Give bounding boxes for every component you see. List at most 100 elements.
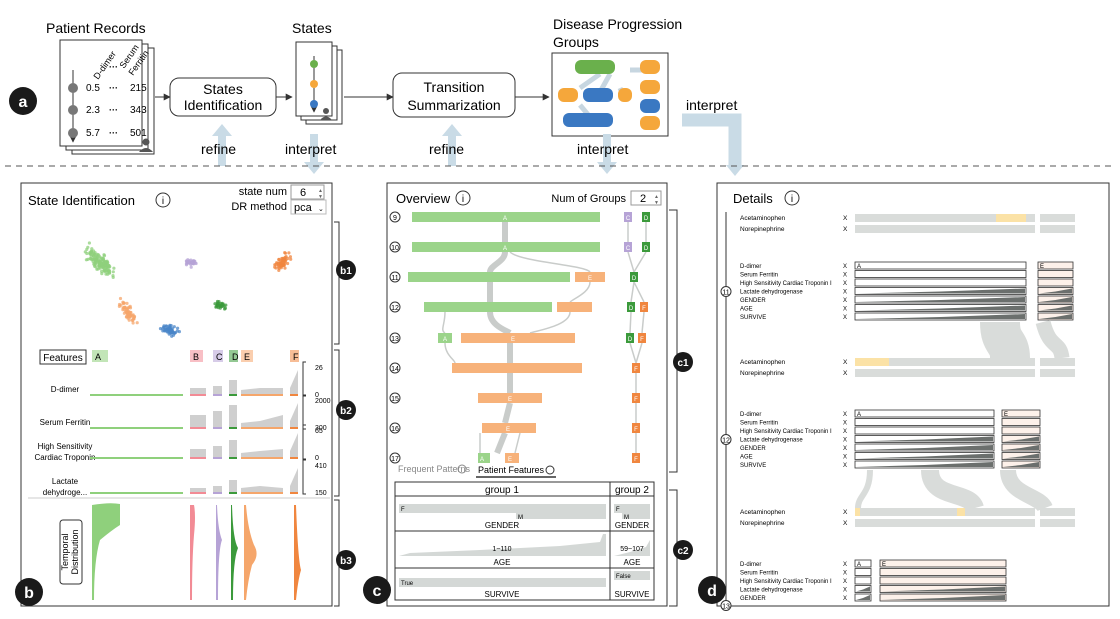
features-button[interactable] [39, 349, 87, 365]
scatter-point [190, 259, 194, 264]
state-legend-swatch [92, 350, 108, 362]
feature-area [290, 403, 298, 429]
scatter-point [283, 251, 287, 255]
scatter-point [273, 263, 277, 267]
num-groups-label: Num of Groups [551, 193, 626, 205]
info-icon-c[interactable] [455, 190, 471, 206]
scatter-point [97, 254, 101, 258]
scatter-point [279, 261, 283, 265]
stepper-down-icon[interactable]: ▼ [318, 194, 323, 200]
feature-area [290, 370, 298, 396]
num-groups-stepper[interactable] [630, 190, 662, 206]
dr-scatterplot [83, 241, 293, 338]
detail-feature-name: Serum Ferritin [740, 421, 778, 427]
detail-cell-e [1001, 443, 1041, 452]
flow-state-bar [575, 272, 605, 282]
flow-state-bar [478, 393, 542, 403]
remove-feature-icon: X [843, 264, 847, 270]
scatter-point [102, 253, 106, 257]
detail-cell-e [1037, 304, 1074, 312]
feature-area [213, 411, 222, 429]
label-b3: b3 [340, 556, 352, 567]
group2-state-label: D [632, 276, 637, 282]
med-name: Acetaminophen [740, 509, 786, 516]
remove-med-icon: X [843, 359, 848, 366]
detail-cell-a [854, 460, 995, 469]
feature-area [229, 380, 237, 396]
feature-area [190, 449, 206, 459]
feature-area [190, 388, 206, 396]
info-icon-b[interactable] [155, 192, 171, 208]
tab-patient-features[interactable]: Patient Features [478, 465, 545, 475]
feature-max: 26 [315, 365, 323, 372]
scatter-point [83, 250, 87, 254]
remove-feature-icon: X [843, 412, 847, 418]
detail-cell-e [1037, 312, 1074, 321]
group2-state-label: F [640, 337, 644, 343]
num-groups-value: 2 [640, 193, 646, 205]
group2-link [629, 311, 632, 334]
time-step-node [389, 211, 401, 223]
state-legend-label: D [232, 352, 239, 362]
dr-method-select[interactable] [290, 199, 327, 215]
g1-age-label: AGE [494, 558, 511, 567]
scatter-point [288, 255, 292, 259]
detail-time-label: 12 [722, 438, 730, 445]
state-legend-label: C [216, 352, 223, 362]
groups-up-icon[interactable]: ▲ [654, 194, 659, 200]
flow-state-bar [482, 423, 536, 433]
group2-state-label: D [628, 337, 633, 343]
stepper-up-icon[interactable]: ▲ [318, 188, 323, 194]
remove-feature-icon: X [843, 579, 847, 585]
label-d-badge [698, 576, 726, 604]
detail-cell-a [854, 312, 1027, 321]
flow-state-bar [438, 333, 452, 343]
tab-frequent-patterns[interactable]: Frequent Patterns [398, 464, 471, 474]
groups-down-icon[interactable]: ▼ [654, 200, 659, 206]
detail-dist [856, 436, 993, 442]
remove-feature-icon: X [843, 455, 847, 461]
label-c: c [373, 583, 382, 600]
group2-state-label: D [644, 246, 649, 252]
info-icon-d[interactable] [784, 190, 800, 206]
g1-gender-label: GENDER [485, 521, 519, 530]
temporal-dist-b [190, 505, 195, 600]
flow-node-label: E [506, 427, 510, 433]
panel-c-title: Overview [396, 191, 451, 206]
scatter-point [135, 321, 139, 325]
scatter-point [108, 269, 112, 273]
time-step-label: 15 [391, 396, 399, 403]
detail-dist [881, 595, 1005, 600]
state-num-stepper[interactable] [290, 184, 325, 200]
scatter-point [112, 266, 116, 270]
flow-state-bar [461, 333, 575, 343]
feature-bar-d [229, 457, 237, 459]
med-bar [855, 508, 1035, 516]
detail-dist [1039, 297, 1072, 302]
detail-flow [855, 469, 873, 509]
group1-header: group 1 [485, 485, 519, 496]
remove-feature-icon: X [843, 571, 847, 577]
scatter-point [127, 310, 131, 315]
remove-feature-icon: X [843, 429, 847, 435]
detail-cell-a [854, 435, 995, 443]
scatter-point [119, 303, 123, 307]
group2-link [633, 251, 647, 273]
label-c1: c1 [677, 358, 689, 369]
axis-bracket [302, 394, 306, 430]
detail-cell-a [854, 304, 1027, 312]
remove-med-icon: X [843, 509, 848, 516]
feature-area [290, 468, 298, 494]
state-legend-swatch [290, 350, 299, 362]
label-b: b [24, 585, 34, 602]
scatter-point [87, 241, 91, 245]
flow-state-bar [412, 212, 600, 222]
detail-feature-name: GENDER [740, 446, 766, 452]
axis-bracket [302, 361, 306, 397]
remove-feature-icon: X [843, 273, 847, 279]
feature-area [190, 488, 206, 494]
remove-feature-icon: X [843, 446, 847, 452]
detail-feature-name: High Sensitivity Cardiac Troponin I [740, 579, 832, 585]
med-bar [855, 358, 1035, 366]
